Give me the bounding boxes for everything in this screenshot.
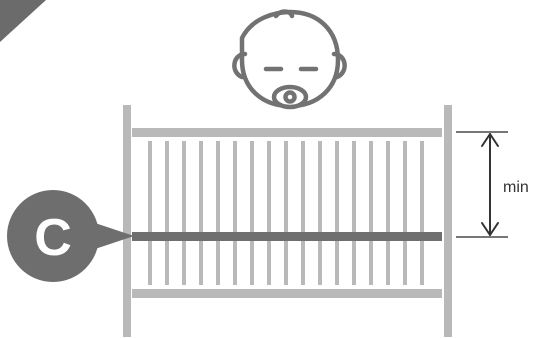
crib-top-rail [132, 128, 442, 137]
measurement-indicator: min [456, 131, 529, 238]
corner-tab [0, 0, 46, 42]
callout-letter: C [34, 209, 72, 267]
double-arrow-icon [481, 133, 499, 236]
callout-c: C [7, 190, 134, 282]
callout-circle [7, 190, 99, 282]
measure-label: min [503, 179, 529, 196]
crib-right-post [444, 105, 452, 337]
callout-pointer [92, 222, 134, 250]
crib-bottom-rail [132, 289, 442, 298]
pacifier-icon [271, 84, 309, 110]
crib-left-post [123, 105, 131, 337]
crib-slats [148, 141, 424, 285]
mattress-level-bar [132, 232, 442, 241]
crib-icon [123, 105, 452, 337]
baby-face-icon [232, 9, 347, 109]
